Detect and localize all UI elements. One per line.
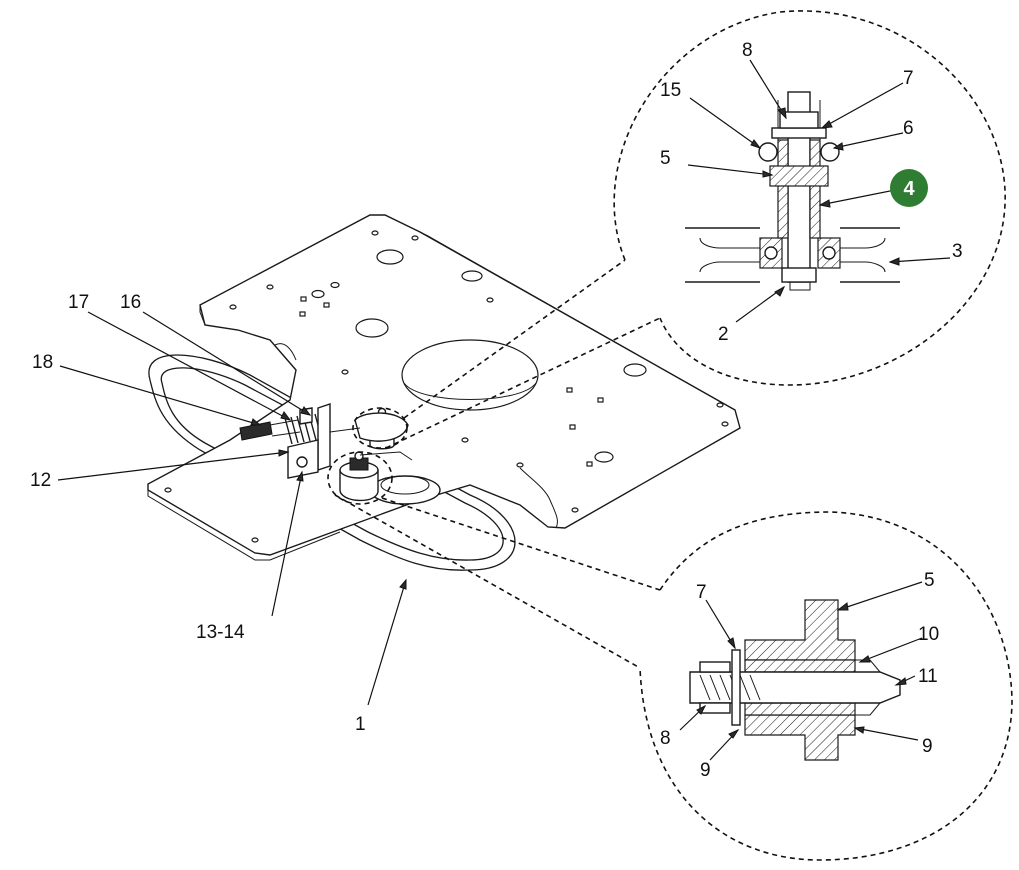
mounting-plate xyxy=(147,214,741,561)
label-16: 16 xyxy=(120,292,141,313)
label-5-lower: 5 xyxy=(924,570,935,591)
label-9-left: 9 xyxy=(700,760,711,781)
label-4: 4 xyxy=(903,178,915,200)
label-17: 17 xyxy=(68,292,89,313)
label-7-lower: 7 xyxy=(696,582,707,603)
callout-lower xyxy=(327,451,1013,861)
label-6: 6 xyxy=(903,118,914,139)
label-12: 12 xyxy=(30,470,51,491)
leader-lines xyxy=(57,59,951,761)
label-1: 1 xyxy=(355,714,366,735)
tensioner-assembly xyxy=(239,403,361,479)
detail-lower-section xyxy=(689,599,901,761)
label-7-upper: 7 xyxy=(903,68,914,89)
label-11: 11 xyxy=(918,666,938,687)
label-8-lower: 8 xyxy=(660,728,671,749)
drive-belt xyxy=(148,354,516,571)
arrowheads xyxy=(250,107,907,739)
label-10: 10 xyxy=(918,624,939,645)
badge-circle xyxy=(890,169,928,207)
callout-labels: 8 7 15 6 5 3 2 7 5 10 11 8 9 9 17 16 18 … xyxy=(30,40,963,781)
detail-upper-section xyxy=(685,91,900,291)
label-18: 18 xyxy=(32,352,53,373)
label-5-upper: 5 xyxy=(660,148,671,169)
pulley-assembly xyxy=(339,407,441,505)
label-3: 3 xyxy=(952,241,963,262)
label-15: 15 xyxy=(660,80,681,101)
label-8-upper: 8 xyxy=(742,40,753,61)
highlight-badge-4: 4 xyxy=(890,169,928,207)
label-9-right: 9 xyxy=(922,736,933,757)
callout-upper xyxy=(352,10,1006,449)
label-13-14: 13-14 xyxy=(196,622,245,643)
label-2: 2 xyxy=(718,324,729,345)
